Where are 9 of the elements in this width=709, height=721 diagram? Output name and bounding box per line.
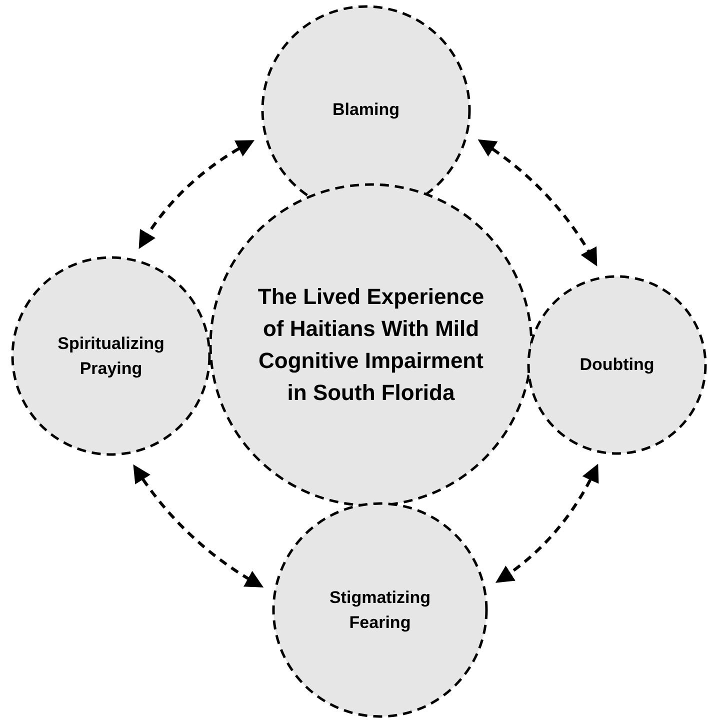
double-arrow <box>496 464 598 583</box>
node-label: Stigmatizing Fearing <box>328 586 432 634</box>
node-label: Spiritualizing Praying <box>56 332 166 380</box>
double-arrow <box>478 139 598 266</box>
node-label: Blaming <box>331 99 401 122</box>
node-label: The Lived Experience of Haitians With Mild Cognitive Impairment in South Florida <box>256 283 486 407</box>
double-arrow <box>133 464 264 588</box>
double-arrow <box>138 140 254 249</box>
node-label: Doubting <box>578 354 656 376</box>
